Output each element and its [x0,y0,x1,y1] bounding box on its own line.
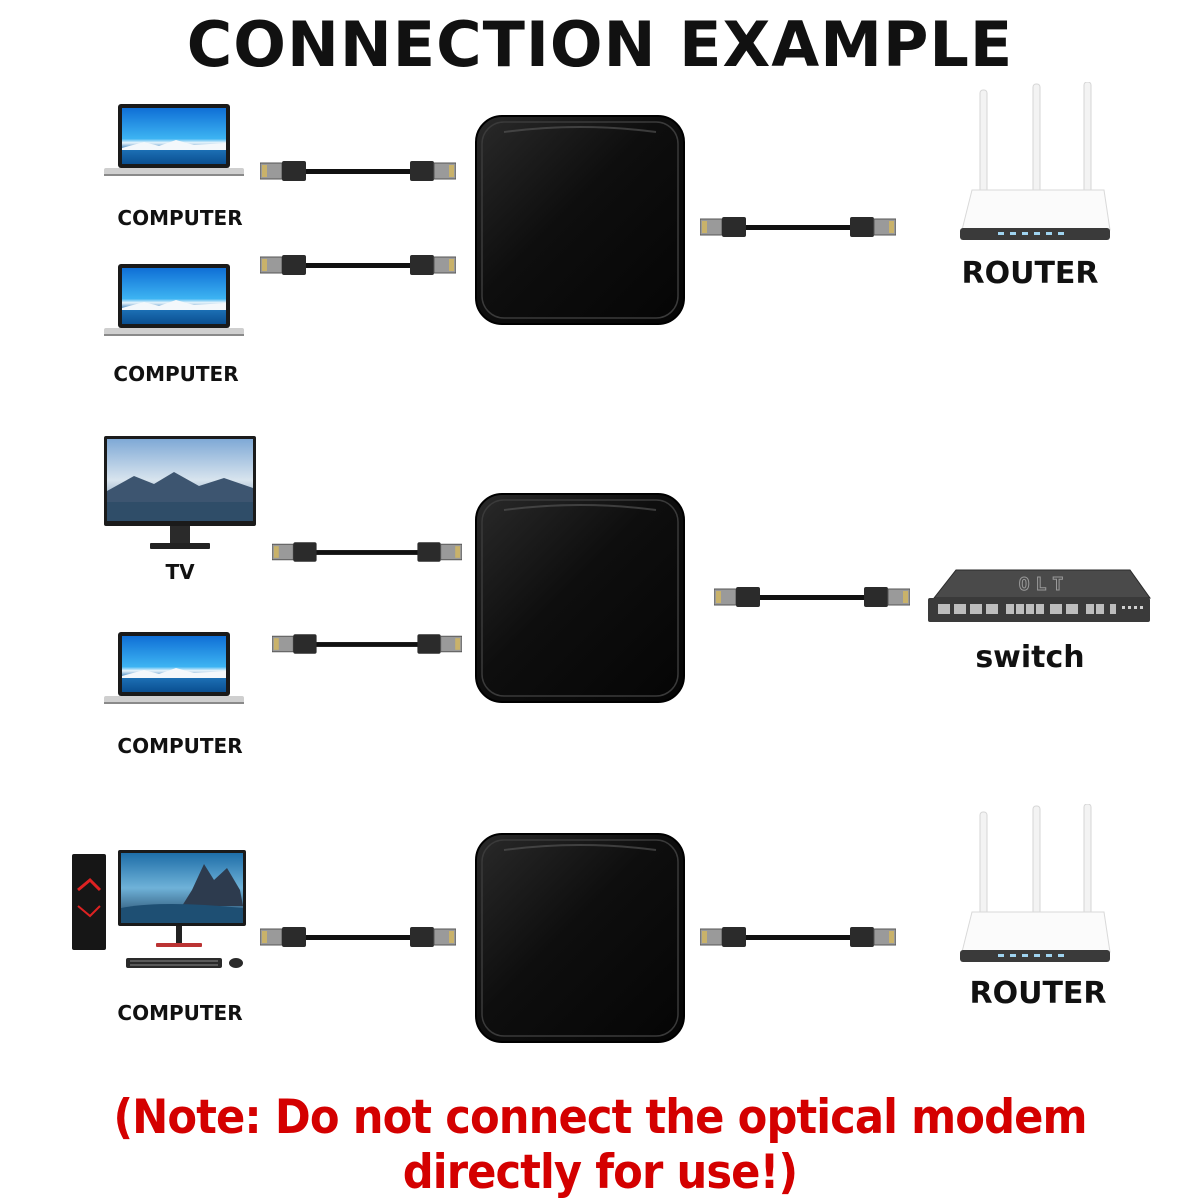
ethernet-cable-icon [260,924,456,950]
computer-label: COMPUTER [117,734,243,758]
computer-label: COMPUTER [117,1001,243,1025]
ethernet-cable-icon [260,252,456,278]
switch-brand-text: OLT [1019,574,1070,595]
router-label: ROUTER [961,256,1099,291]
page-title: CONNECTION EXAMPLE [186,8,1014,81]
switch-icon: OLT [926,568,1152,626]
laptop-icon [104,632,244,708]
laptop-icon [104,104,244,180]
network-hub-icon [474,114,686,326]
laptop-icon [104,264,244,340]
tv-label: TV [165,560,195,584]
computer-label: COMPUTER [113,362,239,386]
ethernet-cable-icon [700,214,896,240]
monitor-icon [104,436,256,552]
switch-label: switch [975,640,1085,675]
ethernet-cable-icon [272,631,462,657]
ethernet-cable-icon [714,584,910,610]
router-label: ROUTER [969,976,1107,1011]
ethernet-cable-icon [260,158,456,184]
router-icon [958,804,1114,966]
router-icon [958,82,1114,244]
network-hub-icon [474,832,686,1044]
network-hub-icon [474,492,686,704]
ethernet-cable-icon [272,539,462,565]
desktop-computer-icon [72,850,252,974]
ethernet-cable-icon [700,924,896,950]
warning-note: (Note: Do not connect the optical modem … [113,1090,1087,1200]
computer-label: COMPUTER [117,206,243,230]
